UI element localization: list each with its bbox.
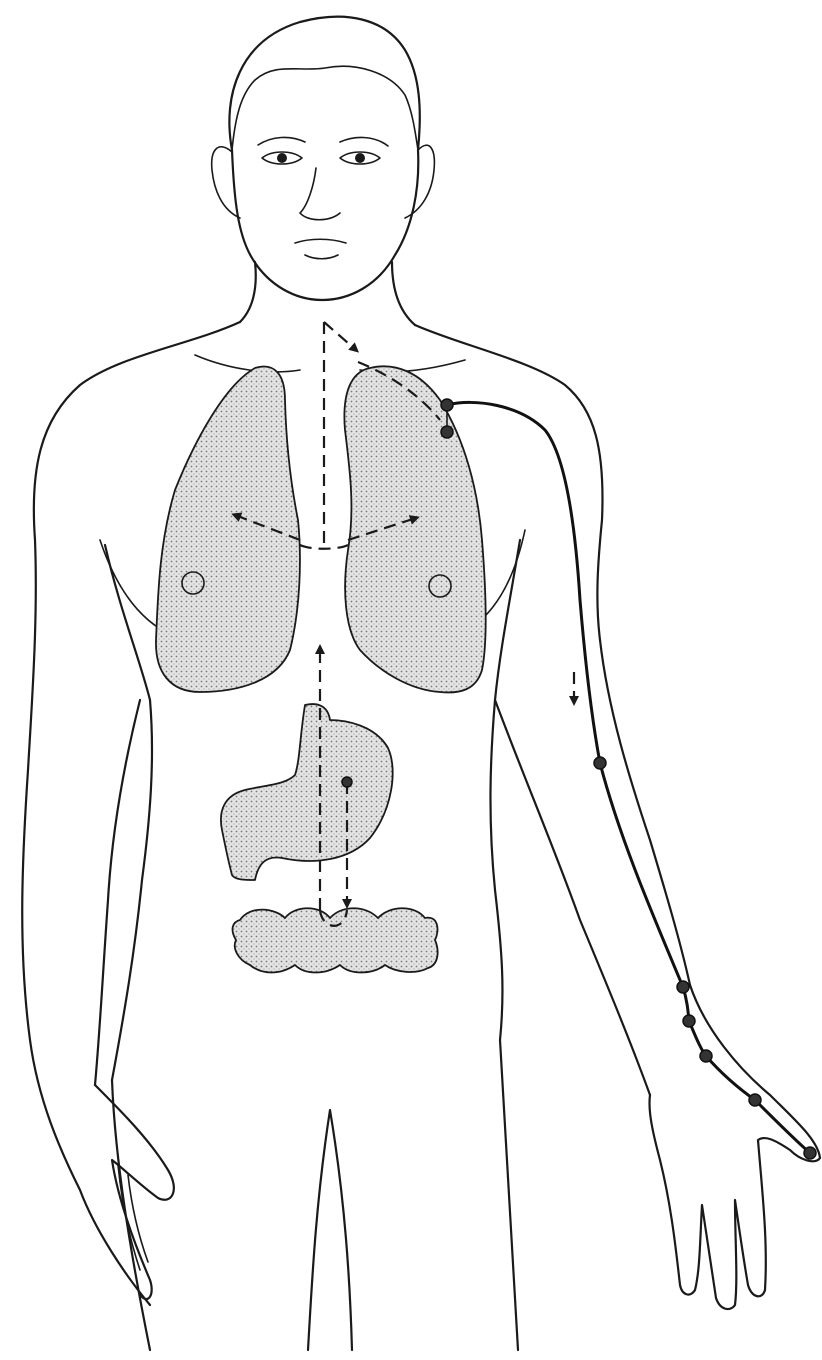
acupoint-8 xyxy=(804,1147,816,1159)
right-lung xyxy=(344,366,485,692)
large-intestine xyxy=(233,908,438,972)
left-eyebrow xyxy=(258,137,305,145)
right-pupil xyxy=(355,153,365,163)
stomach xyxy=(221,704,393,880)
left-torso-side xyxy=(105,545,152,1080)
acupoint-6 xyxy=(700,1050,712,1062)
acupoint-2 xyxy=(441,426,453,438)
mouth xyxy=(295,239,346,243)
right-inner-arm xyxy=(495,700,650,1095)
lower-lip xyxy=(305,255,338,259)
arrow-to-right-upper xyxy=(324,322,356,350)
head xyxy=(212,17,435,300)
nose xyxy=(300,168,340,220)
right-leg-outer xyxy=(500,1040,518,1350)
left-inner-arm xyxy=(95,700,140,1085)
neck-right xyxy=(392,262,415,325)
stomach-point xyxy=(342,777,352,787)
left-clavicle xyxy=(195,355,300,372)
inner-legs xyxy=(308,1110,352,1350)
left-leg-outer xyxy=(112,1080,150,1350)
acupoint-5 xyxy=(683,1015,695,1027)
acupoint-4 xyxy=(677,981,689,993)
neck-left xyxy=(240,262,256,322)
acupoint-7 xyxy=(749,1094,761,1106)
right-ear xyxy=(405,145,434,218)
right-torso-side xyxy=(490,540,520,1040)
right-hand xyxy=(649,985,820,1309)
right-eyebrow xyxy=(340,137,388,146)
acupoint-1 xyxy=(441,399,453,411)
acupoint-3 xyxy=(594,757,606,769)
left-lung xyxy=(156,367,300,692)
hairline xyxy=(232,66,418,150)
lung-junction xyxy=(300,545,348,549)
head-outline xyxy=(229,17,419,300)
left-pupil xyxy=(277,153,287,163)
